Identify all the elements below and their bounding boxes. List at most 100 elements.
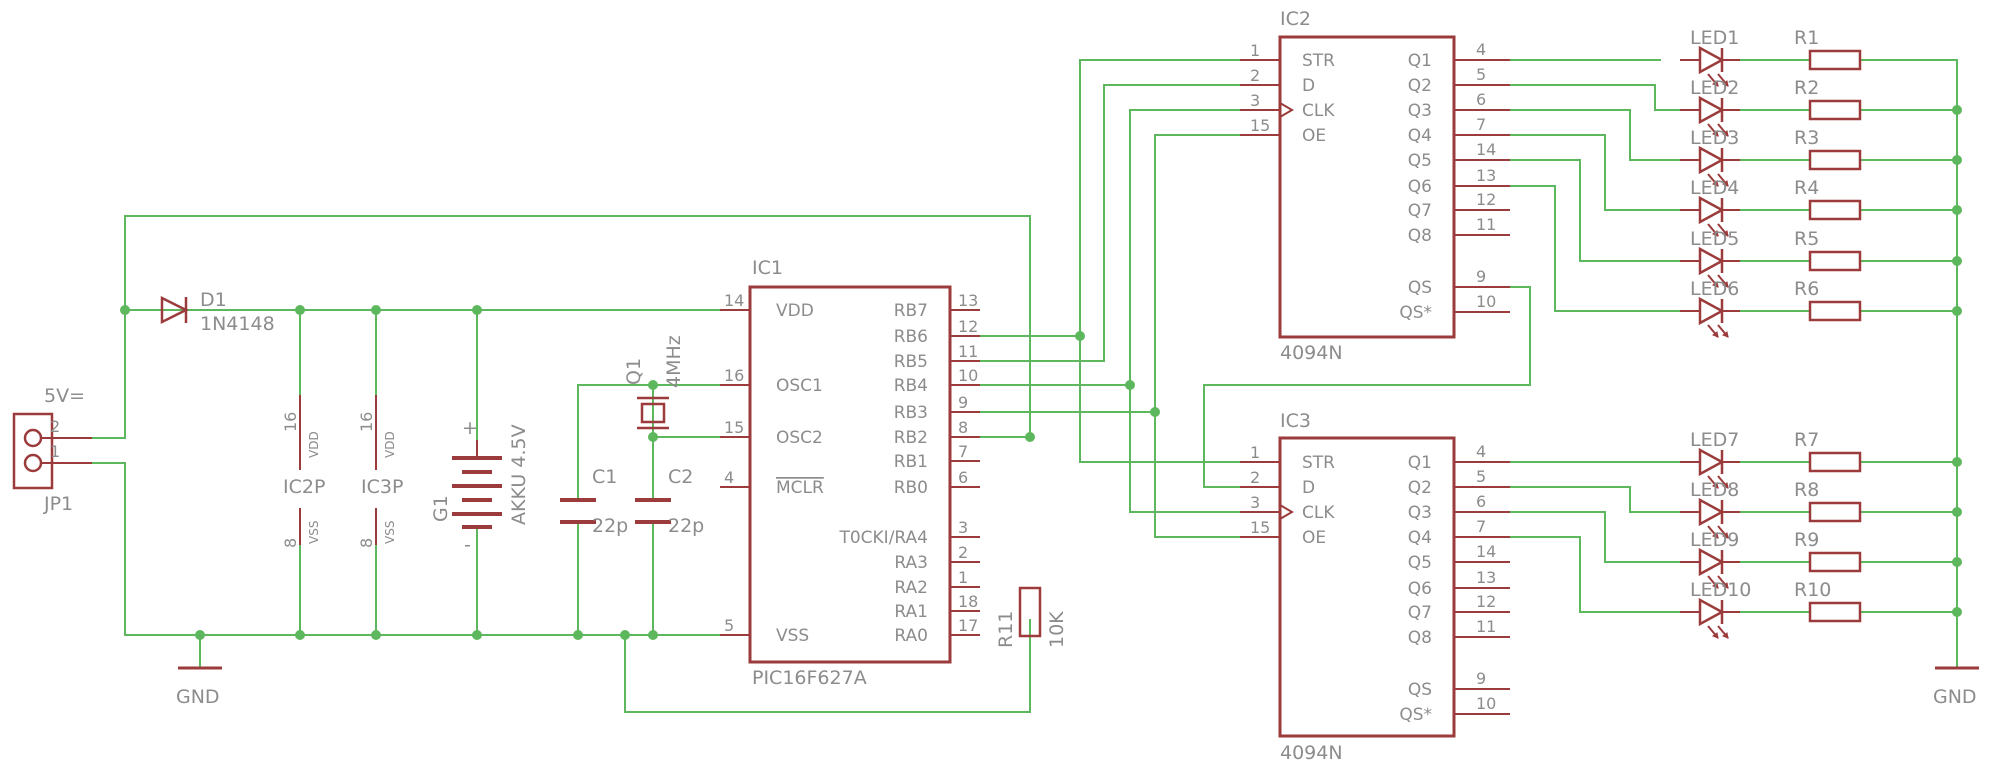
resistor-label: R8 bbox=[1794, 479, 1819, 501]
led: LED6 bbox=[1680, 278, 1740, 338]
ic1-pin-number: 5 bbox=[724, 616, 734, 635]
resistor: R2 bbox=[1794, 77, 1862, 121]
ic1-pin-label: RA1 bbox=[894, 602, 928, 622]
led: LED9 bbox=[1680, 529, 1740, 589]
resistor: R8 bbox=[1794, 479, 1862, 523]
r11-resistor: R11 10K bbox=[995, 586, 1068, 648]
g1-name: G1 bbox=[430, 495, 452, 522]
ic1-pin-label: RB5 bbox=[894, 352, 928, 372]
led: LED3 bbox=[1680, 127, 1740, 187]
ic2-pin-label: Q7 bbox=[1408, 201, 1432, 221]
c1-value: 22p bbox=[592, 515, 628, 537]
ic2-pin-number: 7 bbox=[1476, 115, 1486, 134]
resistor: R6 bbox=[1794, 278, 1862, 322]
ic1-pin-label: RB6 bbox=[894, 327, 928, 347]
c1-capacitor: C1 22p bbox=[560, 466, 628, 537]
ic1-pin-number: 6 bbox=[958, 468, 968, 487]
ic3-name: IC3 bbox=[1280, 410, 1311, 432]
ic3-pin-label: QS bbox=[1408, 680, 1432, 700]
d1-name: D1 bbox=[200, 289, 227, 311]
ic3-value: 4094N bbox=[1280, 742, 1343, 764]
led-label: LED7 bbox=[1690, 429, 1739, 451]
resistor-label: R7 bbox=[1794, 429, 1819, 451]
ic1-pin-label: T0CKI/RA4 bbox=[838, 528, 928, 548]
resistor-body bbox=[1808, 149, 1862, 171]
ic3p-pin-bottom: 8 bbox=[357, 538, 376, 548]
ic1-pin-number: 1 bbox=[958, 568, 968, 587]
g1-battery: + - G1 AKKU 4.5V bbox=[430, 417, 530, 556]
ic2-pin-number: 3 bbox=[1250, 91, 1260, 110]
resistor-label: R2 bbox=[1794, 77, 1819, 99]
ic1-pin-label: RA2 bbox=[894, 578, 928, 598]
ic3-pin-label: Q8 bbox=[1408, 628, 1432, 648]
resistor-body bbox=[1808, 99, 1862, 121]
ic3-pin-label: Q1 bbox=[1408, 453, 1432, 473]
ic1-pin-number: 16 bbox=[724, 366, 744, 385]
ic3-pin-number: 3 bbox=[1250, 493, 1260, 512]
ic3-pin-label: Q4 bbox=[1408, 528, 1432, 548]
ic3-pin-label: STR bbox=[1302, 453, 1335, 473]
resistor-body bbox=[1808, 49, 1862, 71]
ic3p-vdd-label: VDD bbox=[383, 431, 397, 458]
ic3-pin-number: 9 bbox=[1476, 669, 1486, 688]
led-label: LED9 bbox=[1690, 529, 1739, 551]
ic2-pin-label: OE bbox=[1302, 126, 1326, 146]
ic3-pin-number: 4 bbox=[1476, 442, 1486, 461]
ic3-pin-number: 5 bbox=[1476, 467, 1486, 486]
ic3p-name: IC3P bbox=[361, 476, 403, 498]
ic1-pin-number: 7 bbox=[958, 442, 968, 461]
ic1-chip: IC1 PIC16F627A 14VDD16OSC115OSC24MCLR5VS… bbox=[720, 257, 980, 689]
ic3-pin-label: Q5 bbox=[1408, 553, 1432, 573]
ic1-pin-label: RB2 bbox=[894, 428, 928, 448]
ic2-pin-number: 13 bbox=[1476, 166, 1496, 185]
ic1-name: IC1 bbox=[752, 257, 783, 279]
gnd-left-label: GND bbox=[176, 686, 220, 708]
led-label: LED10 bbox=[1690, 579, 1751, 601]
c2-name: C2 bbox=[668, 466, 693, 488]
ic1-pin-label: OSC2 bbox=[776, 428, 823, 448]
ic1-pin-label: MCLR bbox=[776, 478, 824, 498]
jp1-value: 5V= bbox=[44, 385, 85, 407]
ic3-pin-number: 10 bbox=[1476, 694, 1496, 713]
ic3-clock-marker bbox=[1279, 504, 1294, 520]
jp1-pin1-number: 1 bbox=[50, 442, 60, 461]
ic2-pin-number: 12 bbox=[1476, 190, 1496, 209]
ic2-pin-number: 11 bbox=[1476, 215, 1496, 234]
gnd-right-label: GND bbox=[1933, 686, 1977, 708]
ic2-pin-number: 14 bbox=[1476, 140, 1496, 159]
resistor-label: R6 bbox=[1794, 278, 1819, 300]
ic3-pin-label: Q7 bbox=[1408, 603, 1432, 623]
wires bbox=[91, 59, 1958, 713]
led-label: LED2 bbox=[1690, 77, 1739, 99]
led: LED10 bbox=[1680, 579, 1751, 639]
q1-value: 4MHz bbox=[663, 335, 685, 388]
resistor: R4 bbox=[1794, 177, 1862, 221]
ic1-pin-number: 10 bbox=[958, 366, 978, 385]
ic2-pin-label: STR bbox=[1302, 51, 1335, 71]
ic1-pin-label: RB1 bbox=[894, 452, 928, 472]
led-label: LED6 bbox=[1690, 278, 1739, 300]
resistor-label: R1 bbox=[1794, 27, 1819, 49]
resistor-body bbox=[1808, 250, 1862, 272]
led: LED8 bbox=[1680, 479, 1740, 539]
resistor: R10 bbox=[1794, 579, 1862, 623]
ic1-right-pins: 13RB712RB611RB510RB49RB38RB27RB16RB03T0C… bbox=[838, 291, 980, 646]
led-array: LED1LED2LED3LED4LED5LED6LED7LED8LED9LED1… bbox=[1680, 27, 1751, 639]
r11-value: 10K bbox=[1046, 611, 1068, 648]
ic2-pin-label: Q1 bbox=[1408, 51, 1432, 71]
ic2-pin-number: 9 bbox=[1476, 267, 1486, 286]
ic3-pin-number: 6 bbox=[1476, 492, 1486, 511]
led: LED5 bbox=[1680, 228, 1740, 288]
ic1-pin-number: 12 bbox=[958, 317, 978, 336]
resistor-body bbox=[1808, 501, 1862, 523]
ic1-pin-label: RA0 bbox=[894, 626, 928, 646]
ic1-pin-number: 9 bbox=[958, 393, 968, 412]
ic1-pin-number: 8 bbox=[958, 418, 968, 437]
ic3-pin-label: D bbox=[1302, 478, 1315, 498]
